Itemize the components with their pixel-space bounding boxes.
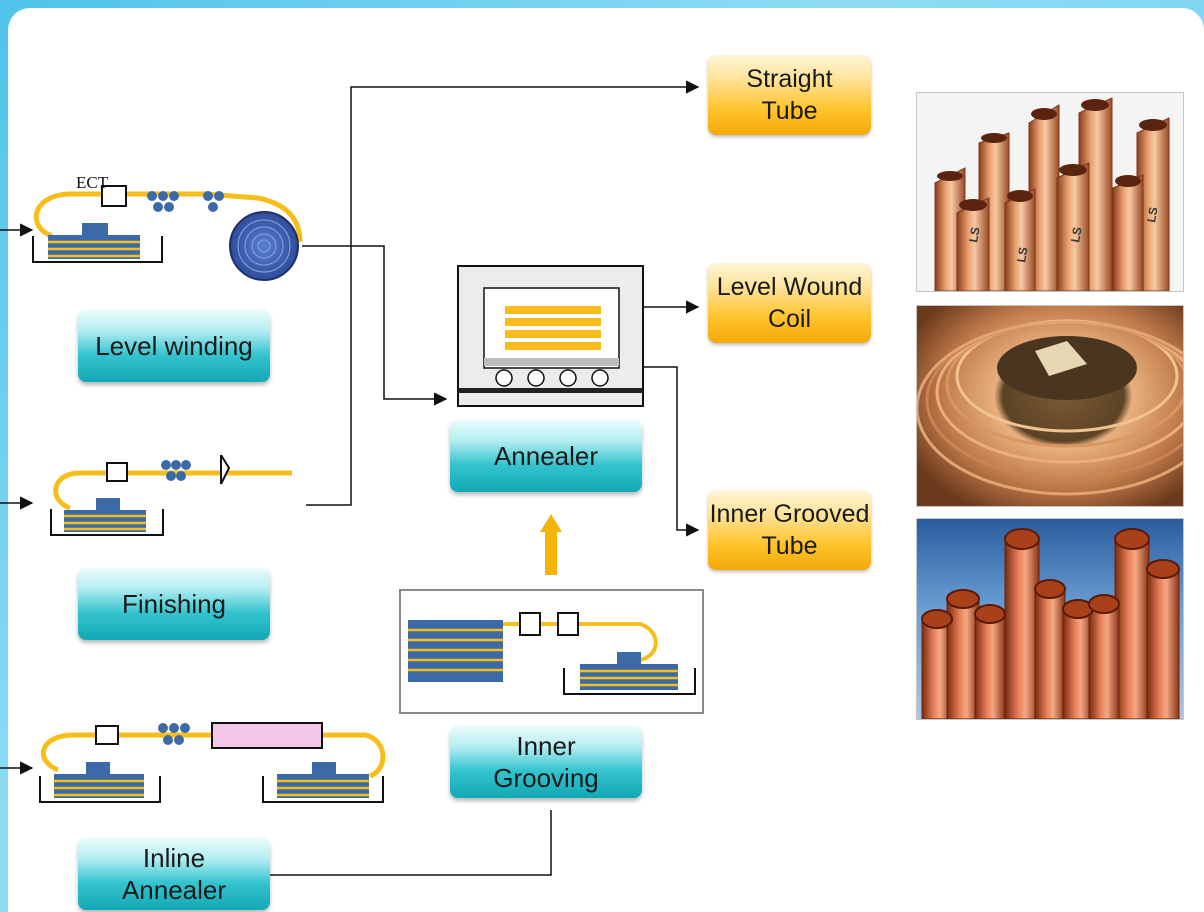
inline-annealer-label[interactable]: Inline Annealer	[78, 838, 270, 910]
inline-furnace-icon	[211, 722, 323, 749]
ect-label: ECT	[76, 173, 109, 192]
connector-to-inner-grooved-tube	[643, 366, 700, 537]
brand-mark: LS	[1068, 226, 1084, 244]
brand-mark: LS	[1144, 206, 1160, 224]
straight-tube-photo: LS LS LS LS	[916, 92, 1184, 292]
annealer-label[interactable]: Annealer	[450, 420, 642, 492]
level-winding-label[interactable]: Level winding	[78, 310, 270, 382]
level-winding-machine: ECT	[0, 173, 303, 281]
straight-tube-label[interactable]: Straight Tube	[708, 55, 871, 135]
inner-grooved-tube-photo	[916, 518, 1184, 720]
connector-inline-annealer	[270, 810, 552, 876]
finishing-label[interactable]: Finishing	[78, 568, 270, 640]
inner-grooving-label[interactable]: Inner Grooving	[450, 726, 642, 798]
inner-grooved-tube-label[interactable]: Inner Grooved Tube	[708, 490, 871, 570]
connector-to-straight-tube	[306, 80, 700, 506]
inline-annealer-machine	[0, 722, 386, 803]
inner-grooving-machine	[399, 589, 704, 714]
level-wound-coil-label[interactable]: Level Wound Coil	[708, 263, 871, 343]
finishing-machine	[0, 454, 292, 536]
up-arrow-icon	[540, 514, 562, 575]
annealer-furnace-icon	[457, 265, 644, 407]
level-wound-coil-photo	[916, 305, 1184, 507]
cutter-icon	[220, 454, 231, 485]
brand-mark: LS	[966, 226, 982, 244]
connector-to-annealer	[302, 245, 448, 406]
flow-connectors	[270, 80, 700, 876]
brand-mark: LS	[1014, 246, 1030, 264]
coil-icon	[229, 211, 299, 281]
